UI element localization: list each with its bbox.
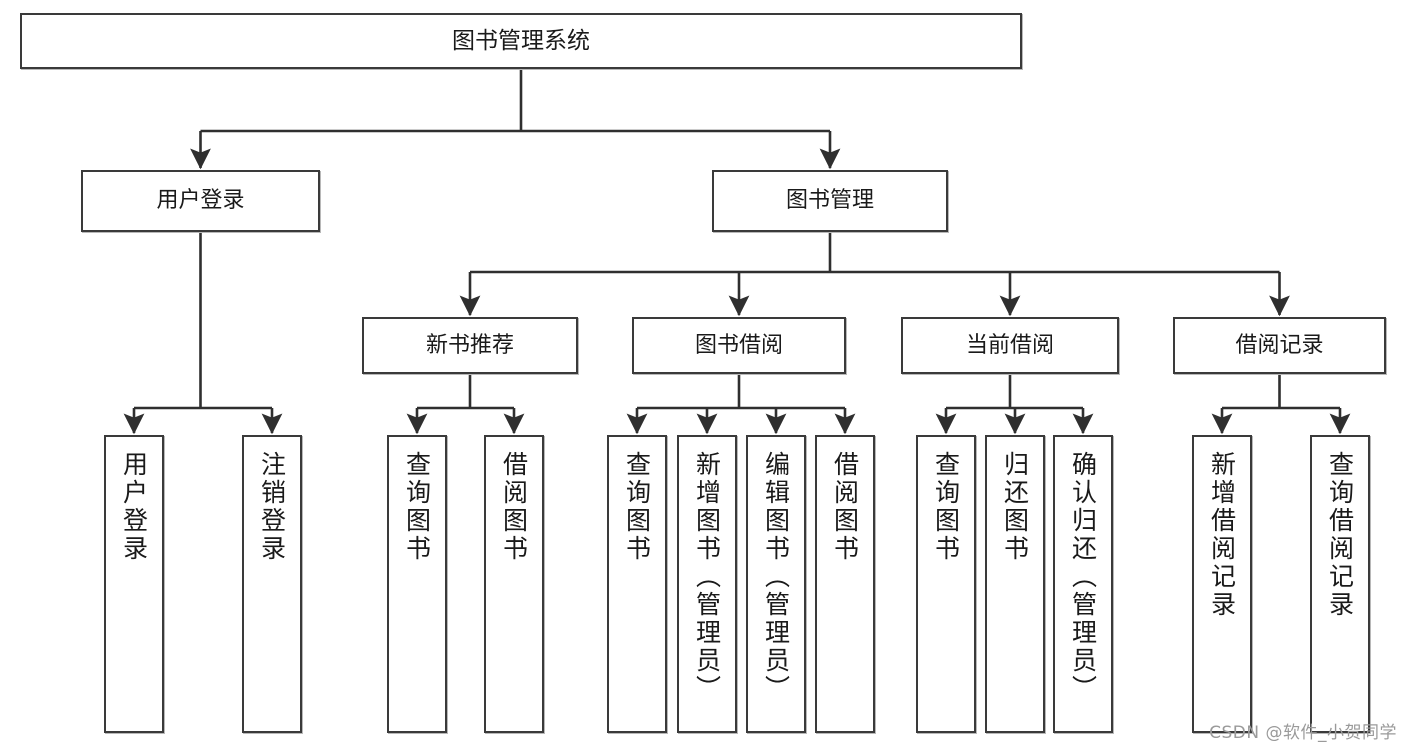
node-label-leaf-br-query: 查询借阅记录 bbox=[1325, 451, 1355, 619]
watermark-label: CSDN @软件_小贺同学 bbox=[1209, 723, 1397, 743]
node-label-current-borrow: 当前借阅 bbox=[965, 332, 1054, 358]
node-new-book-rec[interactable]: 新书推荐 bbox=[362, 317, 578, 374]
node-label-root: 图书管理系统 bbox=[452, 27, 590, 54]
node-leaf-rec-query[interactable]: 查询图书 bbox=[387, 435, 447, 733]
node-current-borrow[interactable]: 当前借阅 bbox=[901, 317, 1119, 374]
node-user-login[interactable]: 用户登录 bbox=[81, 170, 320, 232]
node-borrow-record[interactable]: 借阅记录 bbox=[1173, 317, 1386, 374]
node-label-leaf-cb-query: 查询图书 bbox=[931, 451, 961, 563]
node-book-borrow[interactable]: 图书借阅 bbox=[632, 317, 846, 374]
node-leaf-bb-borrow[interactable]: 借阅图书 bbox=[815, 435, 875, 733]
node-label-leaf-bb-query: 查询图书 bbox=[622, 451, 652, 563]
node-leaf-bb-add[interactable]: 新增图书（管理员） bbox=[677, 435, 737, 733]
node-leaf-bb-query[interactable]: 查询图书 bbox=[607, 435, 667, 733]
node-label-leaf-bb-borrow: 借阅图书 bbox=[830, 451, 860, 563]
node-leaf-bb-edit[interactable]: 编辑图书（管理员） bbox=[746, 435, 806, 733]
node-book-manage[interactable]: 图书管理 bbox=[712, 170, 948, 232]
node-leaf-br-add[interactable]: 新增借阅记录 bbox=[1192, 435, 1252, 733]
node-label-user-login: 用户登录 bbox=[156, 188, 245, 214]
node-label-leaf-br-add: 新增借阅记录 bbox=[1207, 451, 1237, 619]
node-leaf-br-query[interactable]: 查询借阅记录 bbox=[1310, 435, 1370, 733]
node-label-leaf-cb-return: 归还图书 bbox=[1000, 451, 1030, 563]
node-leaf-user-logout[interactable]: 注销登录 bbox=[242, 435, 302, 733]
node-label-leaf-user-login: 用户登录 bbox=[119, 451, 149, 563]
node-label-leaf-cb-confirm: 确认归还（管理员） bbox=[1068, 451, 1098, 703]
node-label-leaf-rec-borrow: 借阅图书 bbox=[499, 451, 529, 563]
node-leaf-user-login[interactable]: 用户登录 bbox=[104, 435, 164, 733]
node-root[interactable]: 图书管理系统 bbox=[20, 13, 1022, 69]
node-label-borrow-record: 借阅记录 bbox=[1235, 332, 1324, 358]
node-leaf-cb-return[interactable]: 归还图书 bbox=[985, 435, 1045, 733]
node-label-leaf-bb-edit: 编辑图书（管理员） bbox=[761, 451, 791, 703]
node-label-book-manage: 图书管理 bbox=[785, 188, 874, 214]
node-leaf-rec-borrow[interactable]: 借阅图书 bbox=[484, 435, 544, 733]
node-leaf-cb-confirm[interactable]: 确认归还（管理员） bbox=[1053, 435, 1113, 733]
node-label-book-borrow: 图书借阅 bbox=[694, 332, 783, 358]
node-label-leaf-rec-query: 查询图书 bbox=[402, 451, 432, 563]
node-label-leaf-bb-add: 新增图书（管理员） bbox=[692, 451, 722, 703]
node-label-leaf-user-logout: 注销登录 bbox=[257, 451, 287, 563]
node-leaf-cb-query[interactable]: 查询图书 bbox=[916, 435, 976, 733]
node-label-new-book-rec: 新书推荐 bbox=[425, 332, 514, 358]
